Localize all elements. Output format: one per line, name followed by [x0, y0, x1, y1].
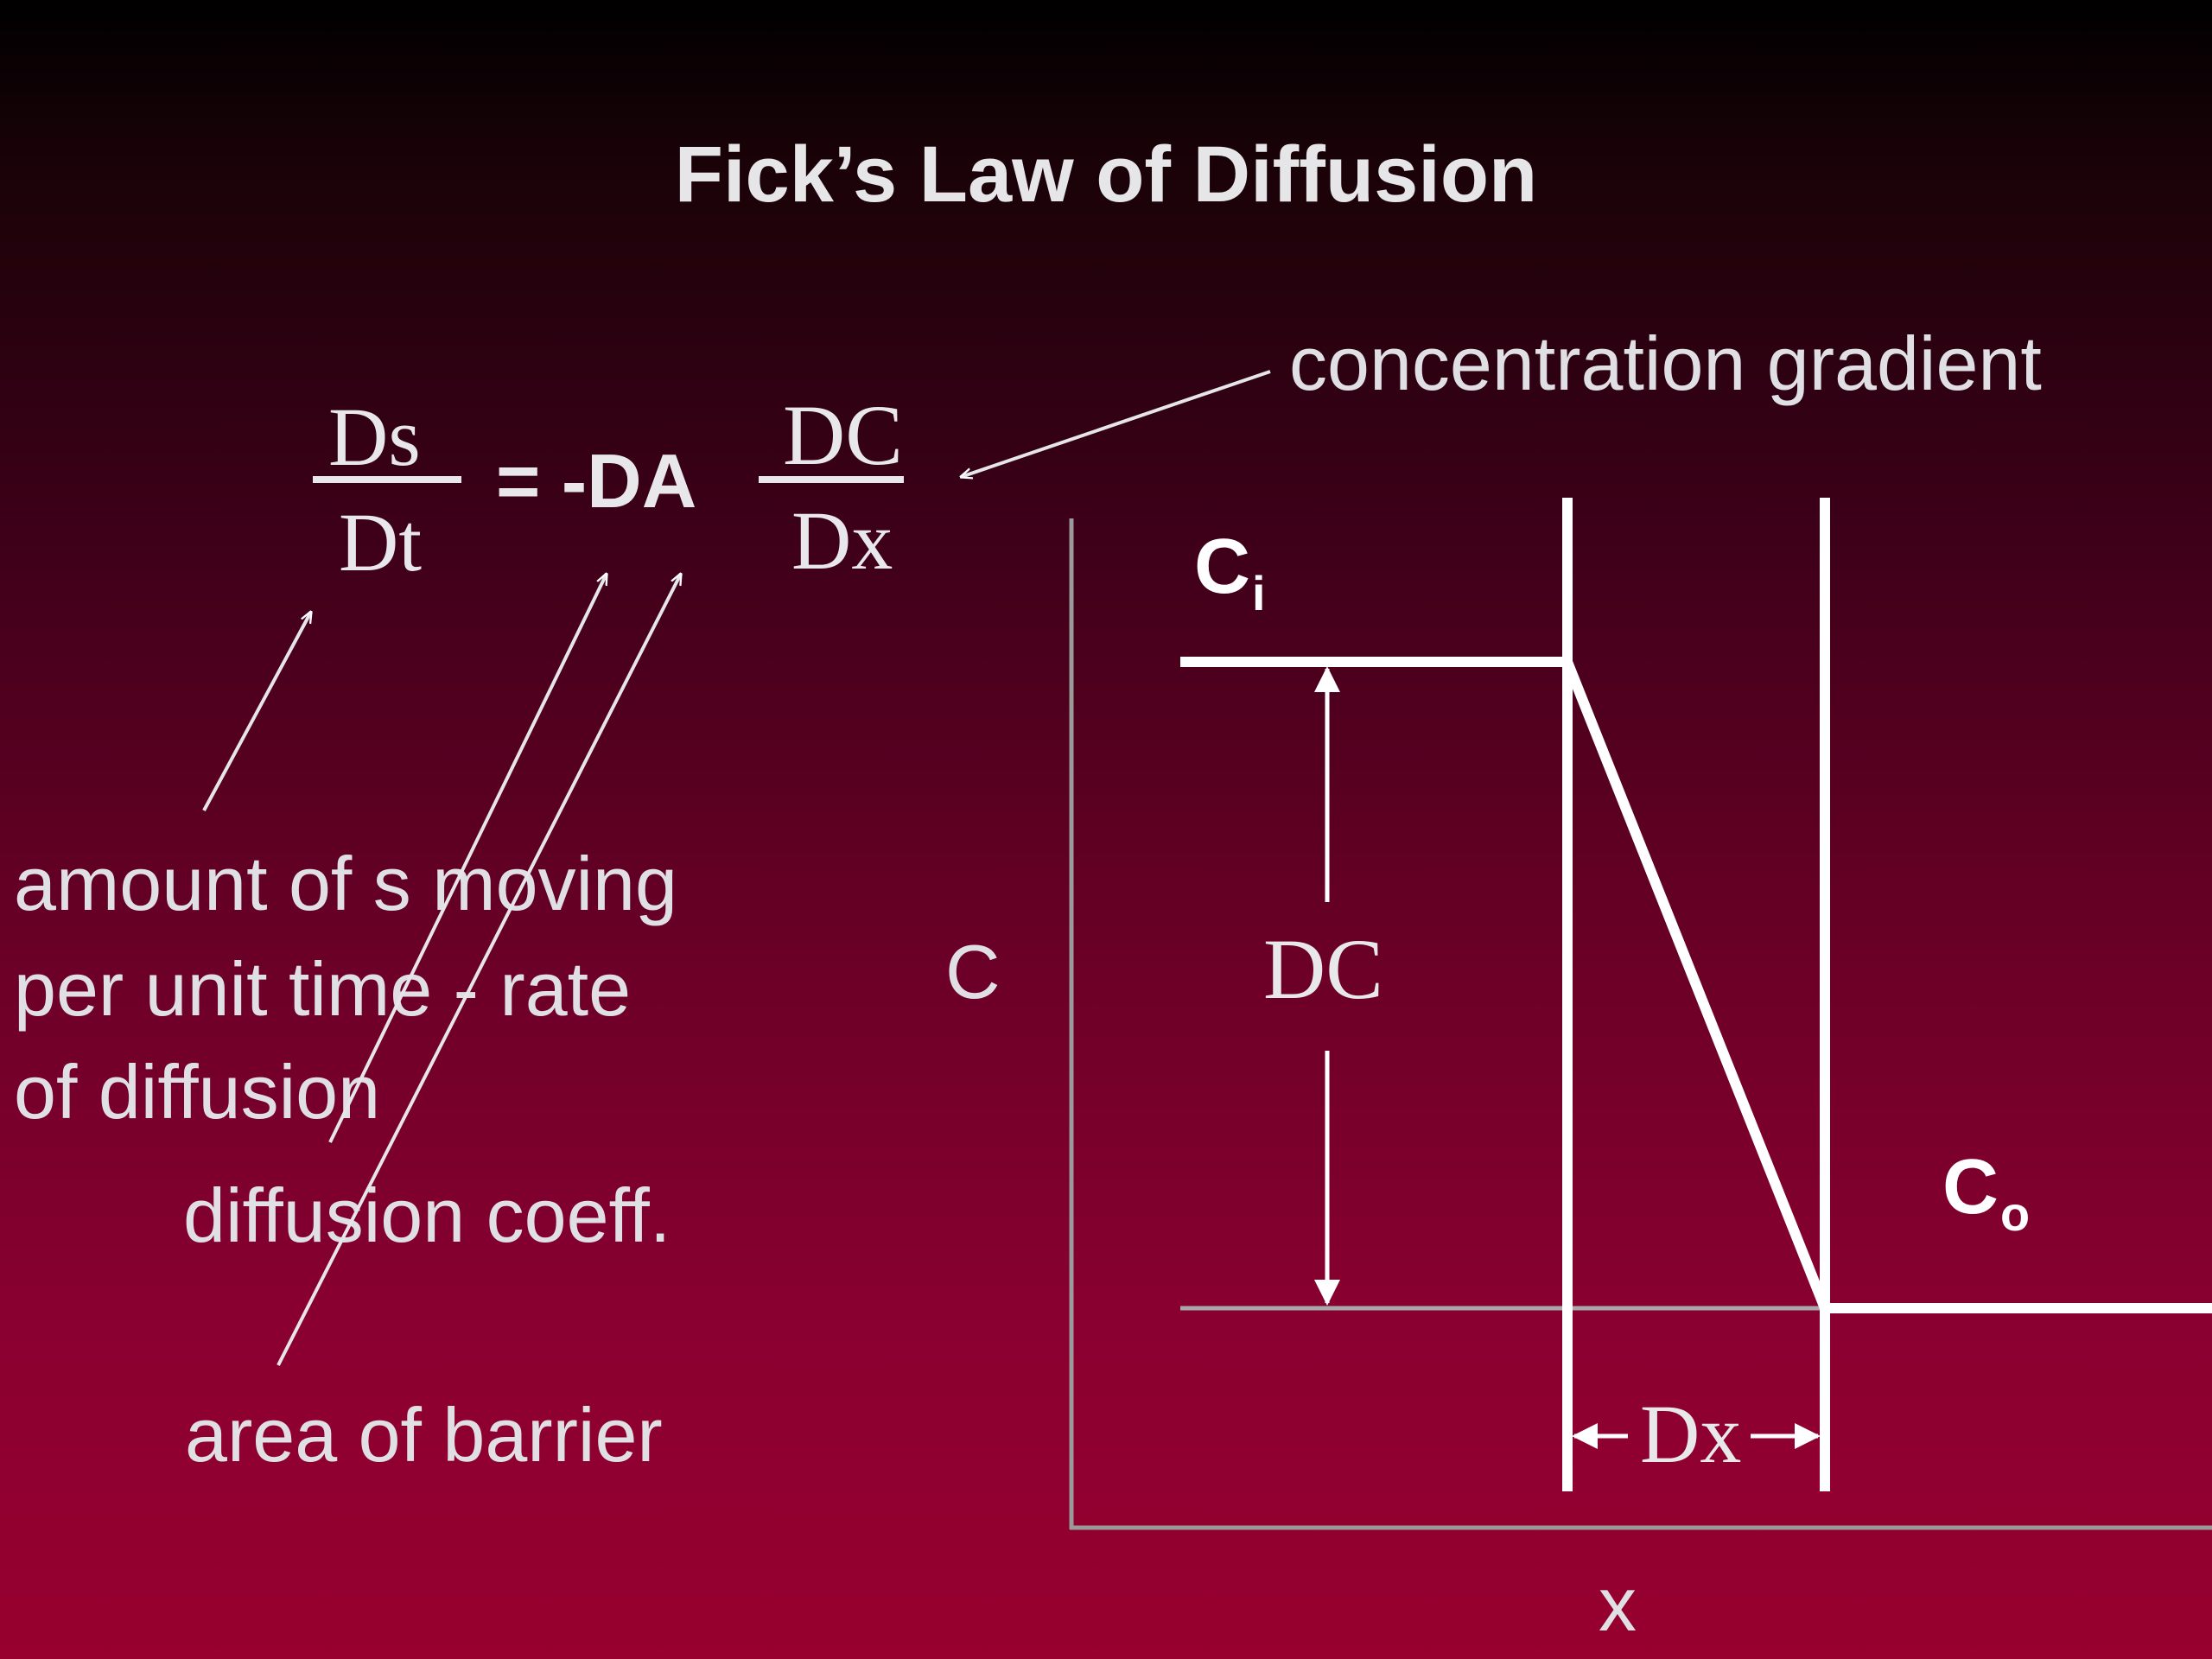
diagram-delta-c-label: DC	[1263, 921, 1383, 1017]
label-diffusion-coeff: diffusion coeff.	[183, 1173, 671, 1258]
equation-lhs-denominator: Dt	[339, 496, 422, 588]
equation-rhs-denominator: Dx	[791, 494, 893, 587]
equation-lhs-fraction-bar	[313, 476, 461, 483]
label-concentration-gradient: concentration gradient	[1289, 321, 2042, 406]
profile-gradient	[1562, 659, 1830, 1311]
label-rate-line-3: of diffusion	[14, 1049, 381, 1135]
diagram-c-inside-letter: C	[1194, 524, 1250, 610]
arrow-rate-of-diffusion	[202, 612, 311, 811]
slide-title: Fick’s Law of Diffusion	[674, 130, 1538, 219]
diagram-c-inside: Ci	[1194, 513, 1266, 620]
label-area-of-barrier: area of barrier	[185, 1392, 663, 1478]
diagram-c-inside-subscript: i	[1252, 565, 1266, 620]
arrow-concentration-gradient	[961, 370, 1271, 477]
equation-rhs-numerator: DC	[783, 387, 903, 483]
diagram-c-outside: Co	[1942, 1134, 2030, 1241]
diagram-c-outside-letter: C	[1942, 1144, 1999, 1230]
label-rate-line-2: per unit time - rate	[14, 946, 632, 1032]
equation-rhs-fraction-bar	[759, 476, 904, 483]
equation-lhs-numerator: Ds	[328, 391, 421, 483]
arrow-area-of-barrier	[276, 574, 681, 1366]
diagram-delta-x-label: Dx	[1640, 1388, 1742, 1480]
equation-equals-minus-da: = -DA	[496, 438, 697, 524]
diagram-c-outside-subscript: o	[2000, 1185, 2031, 1241]
arrow-diffusion-coeff	[328, 574, 607, 1143]
diagram-y-axis-label: C	[945, 929, 1001, 1014]
label-rate-line-1: amount of s moving	[14, 841, 677, 926]
diagram-x-axis-label: x	[1599, 1561, 1637, 1647]
